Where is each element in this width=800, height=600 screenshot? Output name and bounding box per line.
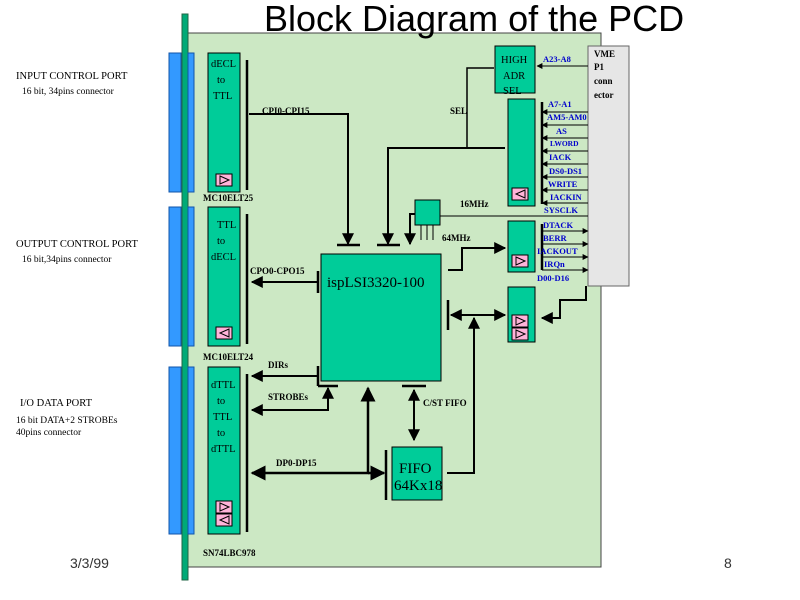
buffer-left-icon xyxy=(218,328,230,338)
clock-arrow xyxy=(404,213,416,246)
input-port-label: INPUT CONTROL PORT xyxy=(16,71,128,82)
vme-signal-write: WRITE xyxy=(548,179,578,189)
vme-signal-ds0-ds1: DS0-DS1 xyxy=(549,166,582,176)
output-port-label: OUTPUT CONTROL PORT xyxy=(16,239,138,250)
buffer-right-icon xyxy=(515,256,527,266)
vme-signal-irqn: IRQn xyxy=(544,259,565,269)
high-adr-sel-line-1: HIGH xyxy=(501,55,528,66)
io-port-desc-2: 40pins connector xyxy=(16,428,82,438)
vme-line-4: ector xyxy=(594,90,613,100)
ttl-to-decl-line-2: to xyxy=(217,236,225,247)
decl-to-ttl-block xyxy=(207,52,241,193)
vme-address-arrow xyxy=(382,147,505,246)
dttl-line-5: dTTL xyxy=(211,444,236,455)
dirs-label: DIRs xyxy=(268,360,289,370)
ttl-to-decl-line-1: TTL xyxy=(217,220,236,231)
ttl-to-decl-block xyxy=(207,206,241,347)
cpo-bus-label: CPO0-CPO15 xyxy=(250,266,305,276)
decl-to-ttl-line-2: to xyxy=(217,75,225,86)
clock-16mhz-label: 16MHz xyxy=(460,199,489,209)
strobes-label: STROBEs xyxy=(268,392,309,402)
ttl-to-decl-line-3: dECL xyxy=(211,252,236,263)
sel-arrow xyxy=(466,67,494,148)
fifo-chip xyxy=(391,446,443,501)
page-title: Block Diagram of the PCD xyxy=(264,0,684,39)
clock-64-arrow xyxy=(448,242,507,271)
footer-date: 3/3/99 xyxy=(70,555,109,571)
buffer-symbol xyxy=(215,326,233,340)
vme-signal-iackout: IACKOUT xyxy=(537,246,578,256)
vme-line-1: VME xyxy=(594,49,615,59)
vme-line-3: conn xyxy=(594,76,613,86)
vme-signal-as: AS xyxy=(556,126,567,136)
vme-signal-am5-am0: AM5-AM0 xyxy=(547,112,587,122)
buffer-left-icon xyxy=(218,515,230,525)
vme-signal-berr: BERR xyxy=(543,233,567,243)
fifo-vme-arrow xyxy=(447,316,480,474)
sn74lbc978-label: SN74LBC978 xyxy=(203,548,256,558)
vme-signal-iack: IACK xyxy=(549,152,572,162)
dttl-line-2: to xyxy=(217,396,225,407)
fifo-line-2: 64Kx18 xyxy=(394,478,442,494)
decl-to-ttl-line-1: dECL xyxy=(211,59,236,70)
cst-fifo-label: C/ST FIFO xyxy=(423,398,467,408)
vme-data-arrow xyxy=(540,286,587,324)
vme-signal-lword: LWORD xyxy=(550,139,579,148)
vme-signal-d00-d16: D00-D16 xyxy=(537,273,569,283)
buffer-right-icon xyxy=(515,316,527,326)
clock-64mhz-label: 64MHz xyxy=(442,233,471,243)
buffer-right-icon xyxy=(219,175,231,185)
vme-signal-iackin: IACKIN xyxy=(550,192,583,202)
vme-signal-a23-a8: A23-A8 xyxy=(543,54,571,64)
high-adr-sel-line-2: ADR xyxy=(503,71,525,82)
io-connector xyxy=(168,366,182,535)
output-connector xyxy=(168,206,182,347)
oscillator-16mhz xyxy=(414,199,441,226)
buffer-right-icon xyxy=(515,329,527,339)
cpi-bus-arrow xyxy=(249,113,354,246)
vme-signal-sysclk: SYSCLK xyxy=(544,205,578,215)
dttl-line-1: dTTL xyxy=(211,380,236,391)
isplsi-chip xyxy=(320,253,442,382)
dttl-line-4: to xyxy=(217,428,225,439)
sel-label: SEL xyxy=(450,106,467,116)
fifo-line-1: FIFO xyxy=(399,461,432,477)
input-connector-inner xyxy=(187,52,195,193)
cpi-bus-label: CPI0-CPI15 xyxy=(262,106,310,116)
mc10elt25-label: MC10ELT25 xyxy=(203,193,254,203)
buffer-symbol xyxy=(215,513,233,527)
output-port-desc: 16 bit,34pins connector xyxy=(22,255,112,265)
buffer-symbol xyxy=(511,187,529,201)
isplsi-label: ispLSI3320-100 xyxy=(327,275,425,291)
input-port-desc: 16 bit, 34pins connector xyxy=(22,87,115,97)
vme-signal-dtack: DTACK xyxy=(543,220,573,230)
io-port-label: I/O DATA PORT xyxy=(20,398,93,409)
vme-signal-a7-a1: A7-A1 xyxy=(548,99,572,109)
buffer-right-icon xyxy=(219,502,231,512)
footer-page-number: 8 xyxy=(724,555,732,571)
io-connector-inner xyxy=(187,366,195,535)
dttl-line-3: TTL xyxy=(213,412,232,423)
vme-line-2: P1 xyxy=(594,62,604,72)
buffer-left-icon xyxy=(514,189,526,199)
dp-bus-label: DP0-DP15 xyxy=(276,458,317,468)
mc10elt24-label: MC10ELT24 xyxy=(203,352,254,362)
output-connector-inner xyxy=(187,206,195,347)
decl-to-ttl-line-3: TTL xyxy=(213,91,232,102)
vme-connector xyxy=(587,45,630,287)
high-adr-sel-line-3: SEL xyxy=(503,86,522,97)
input-connector xyxy=(168,52,182,193)
io-port-desc: 16 bit DATA+2 STROBEs xyxy=(16,416,118,426)
backplane-strip xyxy=(181,13,189,581)
high-adr-sel-block xyxy=(494,45,536,94)
